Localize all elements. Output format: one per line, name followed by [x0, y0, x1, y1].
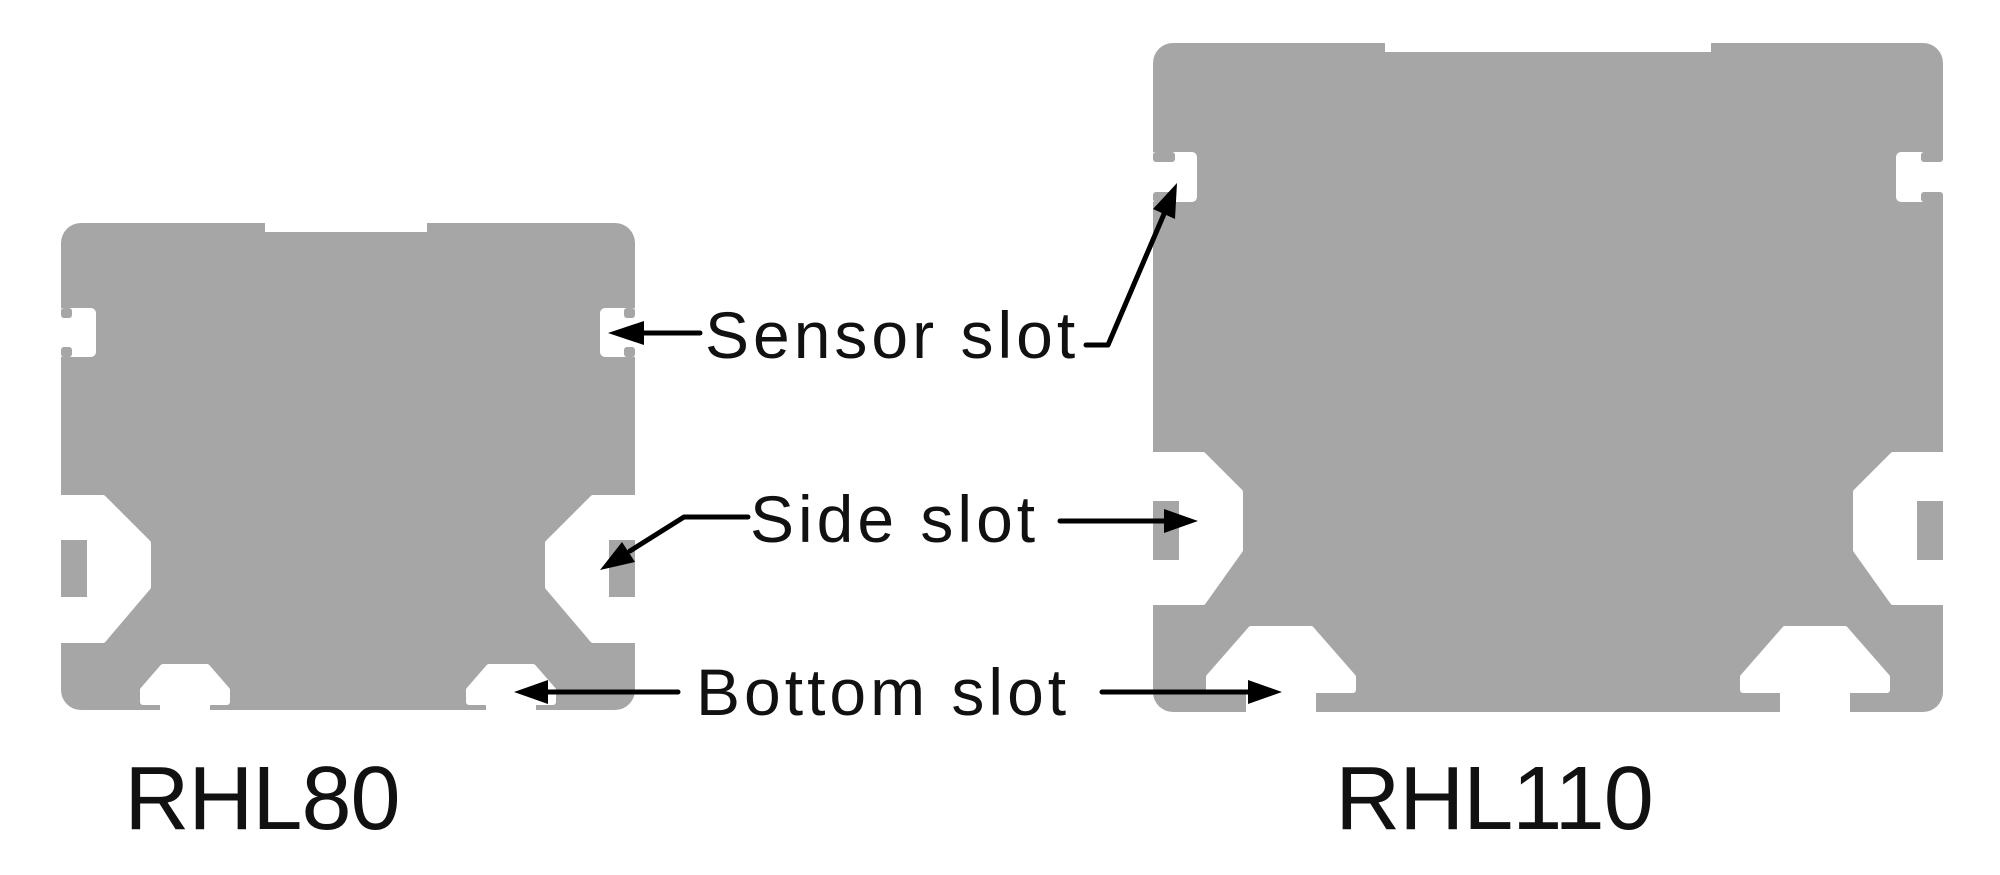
sensor-slot-cavity	[1150, 152, 1197, 202]
sensor-slot-lip	[1921, 152, 1943, 162]
rhl80-top-recess	[265, 213, 427, 232]
sensor-slot-lip	[61, 308, 72, 318]
sensor-slot-label: Sensor slot	[705, 298, 1079, 372]
callout-side-slot: Side slot	[600, 482, 1198, 570]
side-arrow-left-line	[627, 514, 751, 554]
side-arrow-left-head	[600, 542, 635, 570]
bottom-arrow-left-head	[514, 680, 548, 704]
sensor-arrow-left-head	[608, 321, 644, 345]
callout-sensor-slot: Sensor slot	[608, 183, 1177, 372]
sensor-slot-lip	[624, 347, 635, 357]
callout-bottom-slot: Bottom slot	[514, 655, 1282, 729]
rhl110-side-slot-left	[1147, 452, 1243, 605]
rhl110-label: RHL110	[1335, 749, 1653, 849]
sensor-slot-lip	[1921, 192, 1943, 202]
bottom-slot-label: Bottom slot	[696, 655, 1070, 729]
rhl110-bottom-slot-left	[1206, 626, 1356, 718]
sensor-slot-cavity	[58, 308, 96, 357]
rhl80-body	[61, 223, 635, 710]
sensor-arrow-right-line	[1083, 211, 1167, 348]
side-arrow-right-head	[1164, 509, 1198, 533]
sensor-slot-cavity	[1896, 152, 1943, 202]
rhl110-side-slot-right	[1853, 452, 1949, 605]
rhl80-side-slot-right	[545, 495, 641, 643]
rhl110-body	[1153, 43, 1943, 712]
sensor-slot-lip	[1153, 152, 1175, 162]
rhl110-sensor-slot-right	[1896, 152, 1943, 202]
bottom-arrow-right-head	[1248, 680, 1282, 704]
rhl80-side-slot-left	[55, 495, 151, 643]
sensor-arrow-right-head	[1153, 183, 1177, 219]
profile-rhl80: RHL80	[55, 213, 641, 849]
sensor-slot-lip	[61, 347, 72, 357]
rhl110-top-recess	[1385, 33, 1711, 52]
profile-rhl110: RHL110	[1147, 33, 1949, 849]
rhl110-bottom-slot-right	[1740, 626, 1890, 718]
side-slot-label: Side slot	[750, 482, 1039, 556]
rhl80-sensor-slot-left	[58, 308, 96, 357]
rhl80-label: RHL80	[124, 749, 399, 849]
sensor-slot-lip	[624, 308, 635, 318]
rhl80-bottom-slot-left	[140, 664, 230, 716]
